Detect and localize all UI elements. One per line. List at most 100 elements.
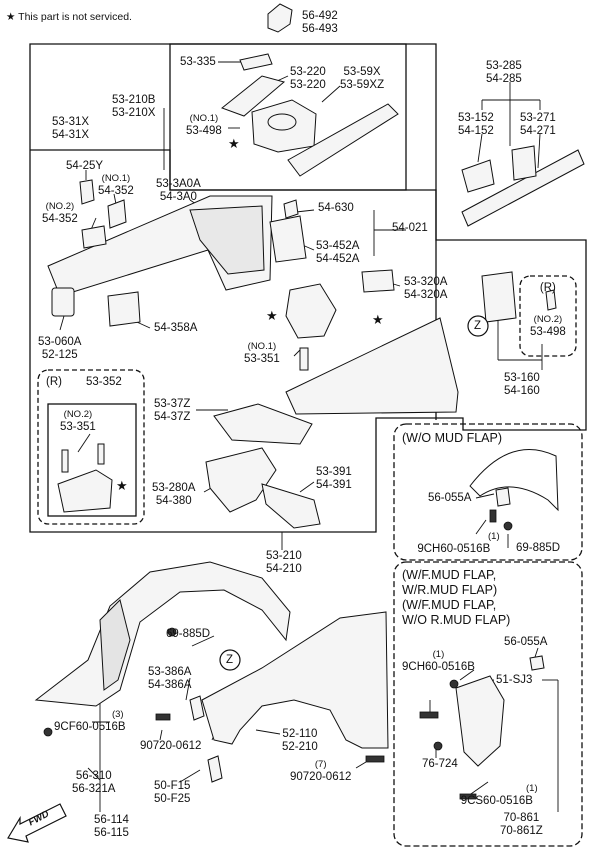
- part-54-25y: [79, 179, 95, 205]
- part-53-37z: [213, 403, 313, 445]
- part-53-320a-bracket: [361, 269, 395, 293]
- part-53-152: [461, 159, 495, 193]
- part-54-352-no2: [81, 225, 107, 249]
- part-53-351: [299, 347, 309, 371]
- part-53-335: [239, 53, 273, 71]
- part-52-110-fender: [201, 611, 389, 749]
- part-56-114-liner: [34, 561, 291, 707]
- part-56-055a: [495, 487, 511, 507]
- part-53-280a: [205, 447, 277, 513]
- wo-mud-flap-box: [393, 423, 583, 561]
- label-56-055a-wo: 56-055A: [428, 492, 472, 504]
- label-90720-0612-a: 90720-0612: [140, 740, 202, 752]
- label-54-630: 54-630: [318, 202, 354, 214]
- part-53-060a: [51, 287, 75, 317]
- top-box: [169, 43, 407, 191]
- label-53-352-r: (R)53-352: [46, 376, 122, 388]
- label-54-021: 54-021: [392, 222, 428, 234]
- label-54-358a: 54-358A: [154, 322, 198, 334]
- zone-z-circle-lower: [219, 649, 241, 671]
- part-53-220: [220, 75, 286, 117]
- wo-mud-flap-header: (W/O MUD FLAP): [402, 431, 502, 445]
- part-mount-bracket: [285, 283, 337, 339]
- label-69-885d: 69-885D: [166, 628, 211, 640]
- zone-z-label-upper: Z: [474, 320, 482, 332]
- label-51-sj3: 51-SJ3: [496, 674, 533, 686]
- part-56-492: [267, 3, 293, 33]
- zone-z-circle-upper: [467, 315, 489, 337]
- part-53-352-r: [57, 469, 113, 513]
- label-54-352-no2: (NO.2)54-352: [42, 201, 78, 225]
- part-54-630: [283, 199, 299, 219]
- fwd-arrow: [7, 803, 67, 843]
- part-apron-upper: [287, 103, 399, 177]
- label-53-498-r: (R)(NO.2)53-498: [530, 282, 566, 338]
- label-53-335: 53-335: [180, 56, 216, 68]
- star-icon: ★: [266, 308, 278, 323]
- star-icon: ★: [228, 136, 240, 151]
- note-text: This part is not serviced.: [18, 11, 132, 23]
- label-56-055a-w: 56-055A: [504, 636, 548, 648]
- label-53-351-no1: (NO.1)53-351: [244, 341, 280, 365]
- label-53-351-no2: (NO.2)53-351: [60, 409, 96, 433]
- w-mud-flap-box: [393, 561, 583, 847]
- r-53-352-box: [37, 369, 145, 525]
- star-icon: ★: [6, 11, 16, 23]
- part-51-sj3-mudflap: [455, 675, 505, 767]
- part-arch-wo: [469, 449, 559, 512]
- part-53-386a: [189, 695, 205, 721]
- label-76-724: 76-724: [422, 758, 458, 770]
- label-54-25y: 54-25Y: [66, 160, 104, 172]
- star-icon: ★: [116, 478, 128, 493]
- part-53-285: [461, 149, 585, 227]
- r-53-352-inner: [47, 403, 137, 517]
- part-53-320a-apron: [285, 317, 459, 415]
- label-9ch60-wo: (1)9CH60-0516B: [417, 531, 500, 555]
- part-53-391: [261, 483, 321, 529]
- label-9cf60: (3)9CF60-0516B: [54, 709, 126, 733]
- part-53-452a: [269, 215, 307, 263]
- outer-frame: [29, 43, 587, 533]
- r-53-498-box: [519, 275, 577, 357]
- label-9cs60: (1)9CS60-0516B: [460, 783, 538, 807]
- part-53-271: [511, 145, 537, 181]
- label-69-885d-wo: 69-885D: [516, 542, 561, 554]
- part-53-160: [481, 271, 517, 323]
- zone-z-label-lower: Z: [226, 654, 234, 666]
- label-9ch60-w: (1)9CH60-0516B: [402, 649, 475, 673]
- label-53-498-no1: (NO.1)53-498: [186, 113, 222, 137]
- part-50-f15: [207, 755, 223, 783]
- not-serviced-note: ★ This part is not serviced.: [6, 11, 132, 24]
- w-mud-flap-header: (W/F.MUD FLAP, W/R.MUD FLAP) (W/F.MUD FL…: [402, 568, 511, 627]
- part-56-055a-b: [529, 655, 545, 671]
- part-54-358a: [107, 291, 141, 327]
- label-90720-0612-b: (7)90720-0612: [290, 759, 352, 783]
- label-54-352-no1: (NO.1)54-352: [98, 173, 134, 197]
- star-icon: ★: [372, 312, 384, 327]
- part-53-498-r: [545, 289, 557, 311]
- part-54-352-no1: [107, 199, 127, 229]
